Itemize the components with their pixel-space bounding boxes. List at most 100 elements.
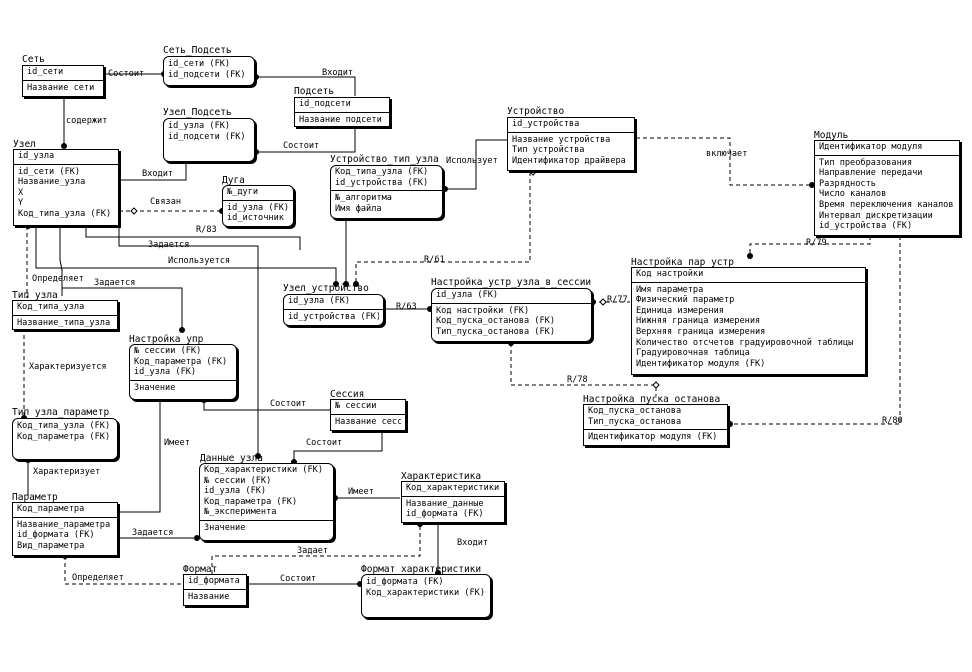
rel-label-imeet: Имеет xyxy=(164,438,190,448)
attr: № сессии (FK) xyxy=(134,346,202,356)
rel-label-harakterizuet: Характеризует xyxy=(33,467,101,477)
attr: Код настройки (FK) xyxy=(436,305,530,316)
rel-line-uzel-uzelustr xyxy=(35,226,337,286)
attr: Разрядность xyxy=(819,178,876,189)
entity-uzel-podset[interactable]: id_узла (FK) id_подсети (FK) xyxy=(163,118,255,162)
entity-parametr-attrs: Название_параметра id_формата (FK) Вид_п… xyxy=(13,518,117,553)
rel-label-zadaetsya: Задается xyxy=(148,240,190,250)
attr: Название_параметра xyxy=(17,519,111,530)
entity-dannye-uzla[interactable]: Код_характеристики (FK) № сессии (FK) id… xyxy=(199,463,334,541)
attr: Код_характеристики (FK) xyxy=(366,587,485,598)
attr: Название xyxy=(188,591,230,602)
entity-dannye-uzla-attrs: Значение xyxy=(200,521,333,535)
rel-line-ustroistvo-modul xyxy=(636,137,812,186)
entity-title-nastr-par-ustr: Настройка_пар_устр xyxy=(631,257,734,268)
attr: Код_типа_узла (FK) xyxy=(335,167,429,177)
entity-tip-uzla-par[interactable]: Код_типа_узла (FK) Код_параметра (FK) xyxy=(12,418,118,460)
attr: Название сессии xyxy=(335,416,401,427)
entity-nastr-upr-attrs: Значение xyxy=(130,381,236,395)
rel-label-opredelyaet: Определяет xyxy=(32,274,84,284)
entity-podset[interactable]: id_подсети Название подсети xyxy=(294,97,390,127)
rel-line-uzel-aux xyxy=(85,226,301,250)
attr: id_источник xyxy=(227,213,284,224)
attr: Направление передачи xyxy=(819,168,923,179)
entity-set-podset-keys: id_сети (FK) id_подсети (FK) xyxy=(164,57,254,81)
attr: Название_данные xyxy=(406,498,484,509)
rel-line-puska-nastrustr xyxy=(510,343,657,396)
entity-set-podset[interactable]: id_сети (FK) id_подсети (FK) xyxy=(163,56,255,86)
entity-nastr-par-ustr[interactable]: Код настройки Имя параметра Физический п… xyxy=(631,267,866,375)
attr: id_формата (FK) xyxy=(366,577,444,587)
entity-title-format: Формат xyxy=(183,564,218,575)
entity-title-ustr-tip-uzla: Устройство_тип_узла xyxy=(330,154,439,165)
rel-label-r61: R/61 xyxy=(424,255,445,265)
attr: Количество отсчетов градуировочной табли… xyxy=(636,337,854,348)
entity-title-uzel-ustr: Узел_устройство xyxy=(283,283,369,294)
entity-nastr-puska-keys: Код_пуска_останова Тип_пуска_останова xyxy=(584,405,727,431)
entity-uzel-ustr[interactable]: id_узла (FK) id_устройства (FK) xyxy=(283,294,384,326)
attr: Код_характеристики xyxy=(406,483,500,493)
attr: Значение xyxy=(134,382,176,393)
entity-format-keys: id_формата xyxy=(184,575,246,590)
attr: № сессии (FK) xyxy=(204,475,272,486)
entity-modul-attrs: Тип преобразования Направление передачи … xyxy=(815,156,959,233)
rel-label-svyazan: Связан xyxy=(150,197,182,207)
rel-line-uzel-dannye xyxy=(118,226,259,458)
attr: Имя файла xyxy=(335,203,382,214)
attr: Вид_параметра xyxy=(17,540,85,551)
rel-line-parametr-nastrupr xyxy=(119,400,161,513)
attr: id_узла xyxy=(18,151,55,161)
attr: №_алгоритма xyxy=(335,193,392,204)
entity-uzel[interactable]: id_узла id_сети (FK) Название_узла X Y К… xyxy=(13,149,119,226)
attr: Интервал дискретизации xyxy=(819,210,933,221)
entity-uzel-ustr-keys: id_узла (FK) xyxy=(284,295,383,310)
entity-harakteristika[interactable]: Код_характеристики Название_данные id_фо… xyxy=(401,481,505,523)
entity-format[interactable]: id_формата Название xyxy=(183,574,247,606)
rel-label-ispolzuet: Использует xyxy=(446,156,498,166)
entity-title-nastr-puska: Настройка_пуска_останова xyxy=(583,394,721,405)
entity-title-modul: Модуль xyxy=(814,130,849,141)
entity-title-uzel: Узел xyxy=(13,139,36,150)
entity-sessiya[interactable]: № сессии Название сессии xyxy=(330,399,406,431)
entity-duga[interactable]: №_дуги id_узла (FK) id_источник xyxy=(222,185,294,227)
entity-parametr[interactable]: Код_параметра Название_параметра id_форм… xyxy=(12,502,118,556)
entity-nastr-ustr-sess[interactable]: id_узла (FK) Код настройки (FK) Код_пуск… xyxy=(431,288,592,342)
entity-podset-keys: id_подсети xyxy=(295,98,389,113)
entity-nastr-puska[interactable]: Код_пуска_останова Тип_пуска_останова Ид… xyxy=(583,404,728,446)
rel-label-r63: R/63 xyxy=(396,302,417,312)
entity-parametr-keys: Код_параметра xyxy=(13,503,117,518)
entity-nastr-par-ustr-attrs: Имя параметра Физический параметр Единиц… xyxy=(632,283,865,371)
entity-modul[interactable]: Идентификатор модуля Тип преобразования … xyxy=(814,140,960,236)
entity-ustroistvo[interactable]: id_устройства Название устройства Тип ус… xyxy=(507,117,635,171)
relationship-diamonds xyxy=(130,168,660,389)
entity-title-set: Сеть xyxy=(22,54,45,65)
attr: Верхняя граница измерения xyxy=(636,326,766,337)
rel-label-sostoit: Состоит xyxy=(306,438,343,448)
attr: Код_типа_узла (FK) xyxy=(17,421,111,431)
entity-title-set-podset: Сеть_Подсеть xyxy=(163,45,232,56)
entity-sessiya-keys: № сессии xyxy=(331,400,405,415)
attr: id_сети (FK) xyxy=(168,59,231,69)
entity-set[interactable]: id_сети Название сети xyxy=(22,65,104,97)
attr: Идентификатор модуля (FK) xyxy=(588,432,718,443)
rel-label-ispolzuetsya: Используется xyxy=(168,256,231,266)
attr: id_подсети (FK) xyxy=(168,69,246,80)
attr: id_устройства (FK) xyxy=(819,221,913,232)
attr: Код_параметра (FK) xyxy=(134,356,228,367)
rel-label-r79: R/79 xyxy=(806,238,827,248)
attr: № сессии xyxy=(335,401,377,411)
entity-ustr-tip-uzla[interactable]: Код_типа_узла (FK) id_устройства (FK) №_… xyxy=(330,165,443,219)
attr: Идентификатор модуля (FK) xyxy=(636,358,766,369)
entity-nastr-par-ustr-keys: Код настройки xyxy=(632,268,865,283)
entity-title-dannye-uzla: Данные_узла xyxy=(200,453,263,464)
entity-title-format-har: Формат характеристики xyxy=(361,564,482,575)
entity-tip-uzla[interactable]: Код_типа_узла Название_типа_узла xyxy=(12,300,118,330)
rel-label-r78: R/78 xyxy=(567,375,588,385)
attr: №_эксперимента xyxy=(204,507,277,518)
entity-uzel-attrs: id_сети (FK) Название_узла X Y Код_типа_… xyxy=(14,165,118,221)
entity-nastr-upr[interactable]: № сессии (FK) Код_параметра (FK) id_узла… xyxy=(129,344,237,400)
attr: Код_параметра (FK) xyxy=(17,431,111,442)
entity-uzel-podset-keys: id_узла (FK) id_подсети (FK) xyxy=(164,119,254,143)
entity-format-har[interactable]: id_формата (FK) Код_характеристики (FK) xyxy=(361,574,491,618)
